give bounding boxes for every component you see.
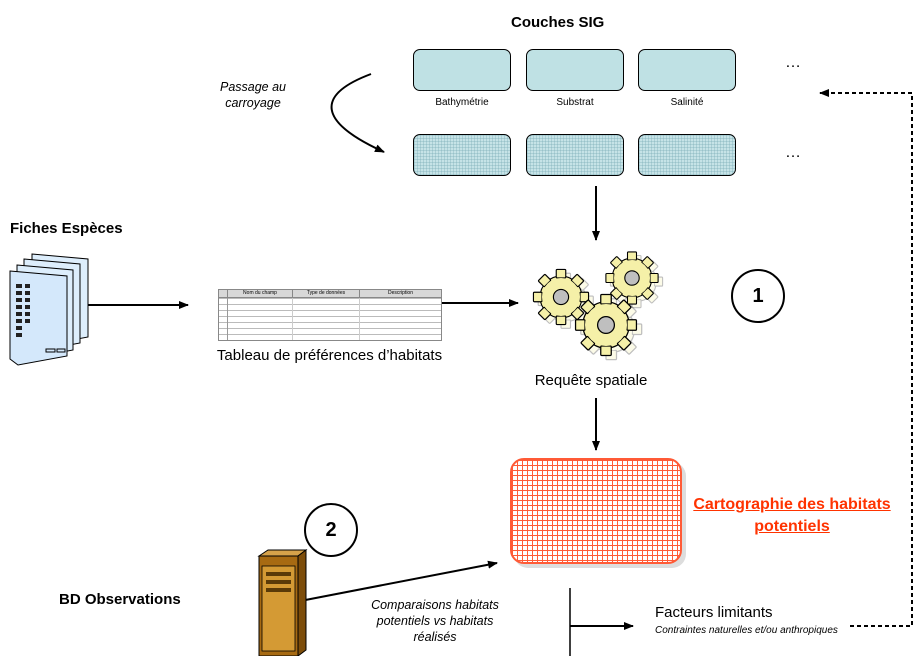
gridding-note: Passage au carroyage [219, 80, 287, 110]
layer-box-bathymetry [413, 49, 511, 91]
table-header-data-type: Type de données [293, 290, 360, 297]
gis-layers-title: Couches SIG [511, 14, 605, 31]
table-header-description: Description [387, 290, 413, 296]
dashed-feedback-loop [819, 89, 913, 627]
layer-label-substrate: Substrat [556, 97, 594, 108]
gridded-layer-box-3 [638, 134, 736, 176]
step-1-badge: 1 [731, 269, 785, 323]
spatial-query-caption: Requête spatiale [534, 372, 648, 389]
layer-label-bathymetry: Bathymétrie [435, 97, 489, 108]
habitat-map-title: Cartographie des habitats potentiels [693, 496, 891, 535]
limiting-factors-subtitle: Contraintes naturelles et/ou anthropique… [655, 625, 838, 636]
gridded-layer-box-2 [526, 134, 624, 176]
limiting-factors-title: Facteurs limitants [655, 604, 773, 621]
layer-label-salinity: Salinité [670, 97, 704, 108]
comparison-note: Comparaisons habitats potentiels vs habi… [371, 598, 499, 644]
layer-box-substrate [526, 49, 624, 91]
layers-ellipsis-bottom: … [785, 144, 801, 161]
row-selector-column [219, 290, 228, 297]
table-header-field-name: Nom du champ [228, 290, 293, 297]
preference-table-header: Nom du champ Type de données Description [219, 290, 441, 298]
species-sheets-title: Fiches Espèces [10, 220, 123, 237]
preference-table-body [219, 298, 441, 340]
layers-ellipsis-top: … [785, 54, 801, 71]
observations-db-title: BD Observations [59, 591, 181, 608]
arrow-db-to-map [294, 560, 498, 603]
layer-box-salinity [638, 49, 736, 91]
step-2-badge: 2 [304, 503, 358, 557]
gridding-curve-arrow [330, 73, 385, 153]
habitat-map-grid [510, 458, 682, 564]
gridded-layer-box-1 [413, 134, 511, 176]
preference-table-caption: Tableau de préférences d’habitats [216, 347, 443, 364]
preference-table: Nom du champ Type de données Description [218, 289, 442, 341]
